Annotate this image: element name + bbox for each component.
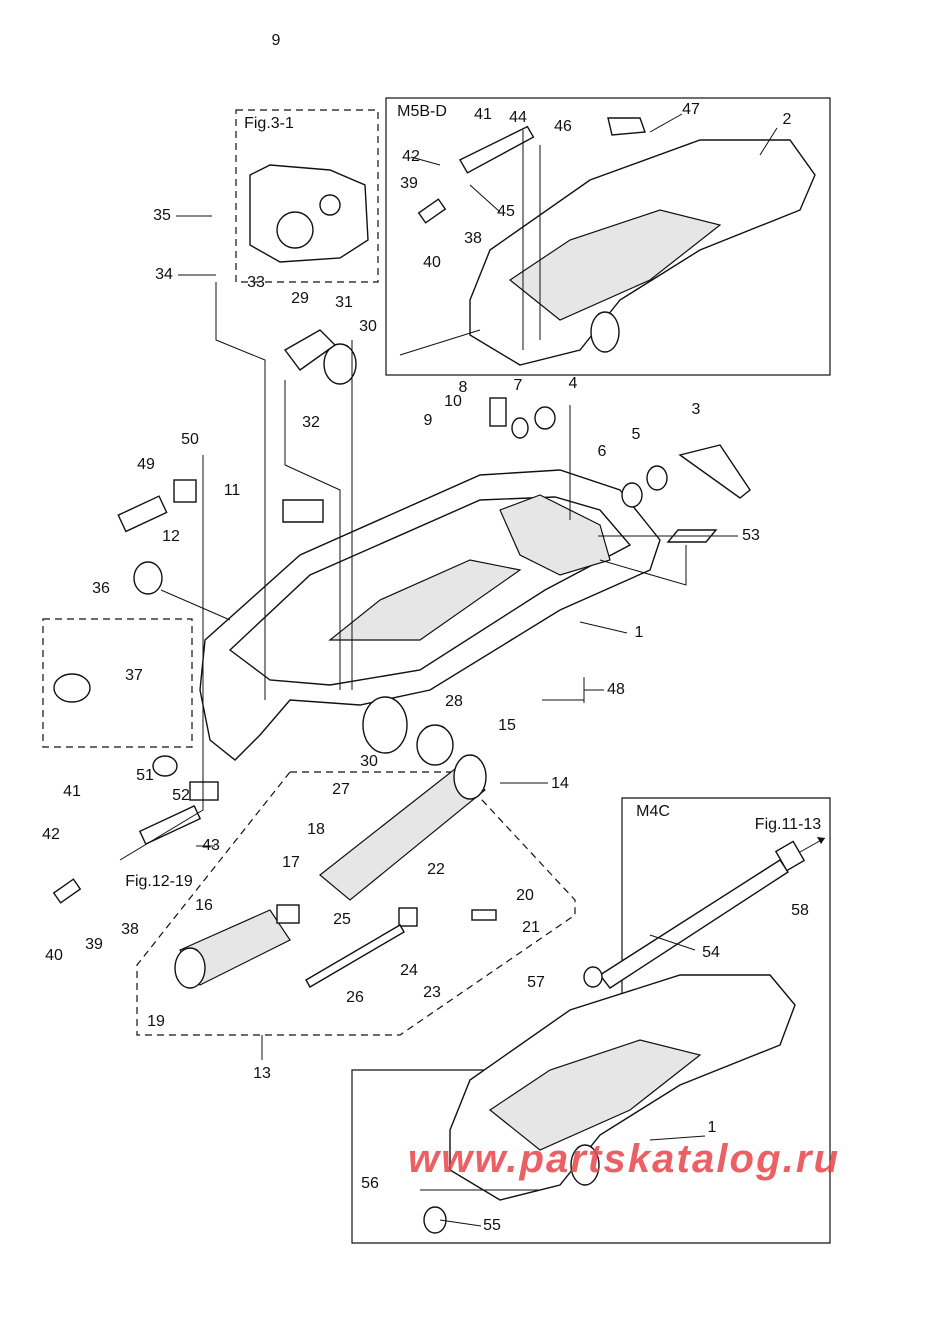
callout: 1 (635, 624, 644, 641)
callout: 1 (708, 1119, 717, 1136)
lower-cowling-m4c (449, 974, 796, 1201)
callout: 41 (474, 106, 492, 123)
callout: 22 (427, 861, 445, 878)
callout: 50 (181, 431, 199, 448)
callout: 57 (527, 974, 545, 991)
carburetor-illustration (249, 164, 369, 263)
callout: 53 (742, 527, 760, 544)
fig-3-1-box (235, 109, 379, 283)
callout: 46 (554, 118, 572, 135)
callout: 38 (464, 230, 482, 247)
callout: 30 (360, 753, 378, 770)
callout: 39 (85, 936, 103, 953)
fuel-hose-m4c (598, 837, 826, 989)
callout: 24 (400, 962, 418, 979)
callout: 26 (346, 989, 364, 1006)
callout: 3 (692, 401, 701, 418)
callout: 28 (445, 693, 463, 710)
m4c-label: M4C (636, 803, 670, 820)
callout: 38 (121, 921, 139, 938)
callout: 30 (359, 318, 377, 335)
callout: 51 (136, 767, 154, 784)
callout: 52 (172, 787, 190, 804)
callout: 42 (42, 826, 60, 843)
callout: 25 (333, 911, 351, 928)
tiller-handle (174, 754, 487, 989)
callout: 49 (137, 456, 155, 473)
callout: 11 (224, 482, 241, 499)
fig-12-19-ref: Fig.12-19 (125, 873, 193, 890)
callout: 48 (607, 681, 625, 698)
callout: 41 (63, 783, 81, 800)
callout: 39 (400, 175, 418, 192)
callout: 15 (498, 717, 516, 734)
callout: 8 (459, 379, 468, 396)
callout: 16 (195, 897, 213, 914)
callout: 47 (682, 101, 700, 118)
leader-lines (119, 113, 778, 1227)
small-parts (52, 117, 751, 1234)
callout: 14 (551, 775, 569, 792)
callout: 54 (702, 944, 720, 961)
callout: 55 (483, 1217, 501, 1234)
callout: 43 (202, 837, 220, 854)
callout: 9 (424, 412, 433, 429)
page-number: 9 (272, 32, 281, 49)
callout: 21 (522, 919, 540, 936)
fig-11-13-ref: Fig.11-13 (755, 816, 822, 833)
callout: 27 (332, 781, 350, 798)
lower-cowling-m5bd (469, 139, 816, 366)
callout: 40 (423, 254, 441, 271)
callout: 45 (497, 203, 515, 220)
callout: 12 (162, 528, 180, 545)
callout: 10 (444, 393, 462, 410)
callout: 5 (632, 426, 641, 443)
m5bd-box (385, 97, 831, 376)
fig-3-1-label: Fig.3-1 (244, 115, 294, 132)
callout: 31 (335, 294, 353, 311)
callout: 6 (598, 443, 607, 460)
callout: 37 (125, 667, 143, 684)
callout: 44 (509, 109, 527, 126)
callout: 18 (307, 821, 325, 838)
callout: 35 (153, 207, 171, 224)
watermark: www.partskatalog.ru (408, 1137, 838, 1181)
m5bd-label: M5B-D (397, 103, 447, 120)
callout: 17 (282, 854, 300, 871)
kit-36-box (42, 618, 193, 748)
callout: 29 (291, 290, 309, 307)
callout: 19 (147, 1013, 165, 1030)
callout: 58 (791, 902, 809, 919)
callout: 34 (155, 266, 173, 283)
callout: 13 (253, 1065, 271, 1082)
callout: 33 (247, 274, 265, 291)
callout: 42 (402, 148, 420, 165)
callout-labels: 41 44 46 47 2 42 39 45 38 40 35 34 33 29… (42, 101, 809, 1234)
callout: 40 (45, 947, 63, 964)
callout: 36 (92, 580, 110, 597)
callout: 32 (302, 414, 320, 431)
callout: 2 (783, 111, 792, 128)
callout: 56 (361, 1175, 379, 1192)
callout: 4 (569, 375, 578, 392)
callout: 23 (423, 984, 441, 1001)
callout: 20 (516, 887, 534, 904)
lower-cowling-main (199, 469, 661, 761)
callout: 7 (514, 377, 523, 394)
